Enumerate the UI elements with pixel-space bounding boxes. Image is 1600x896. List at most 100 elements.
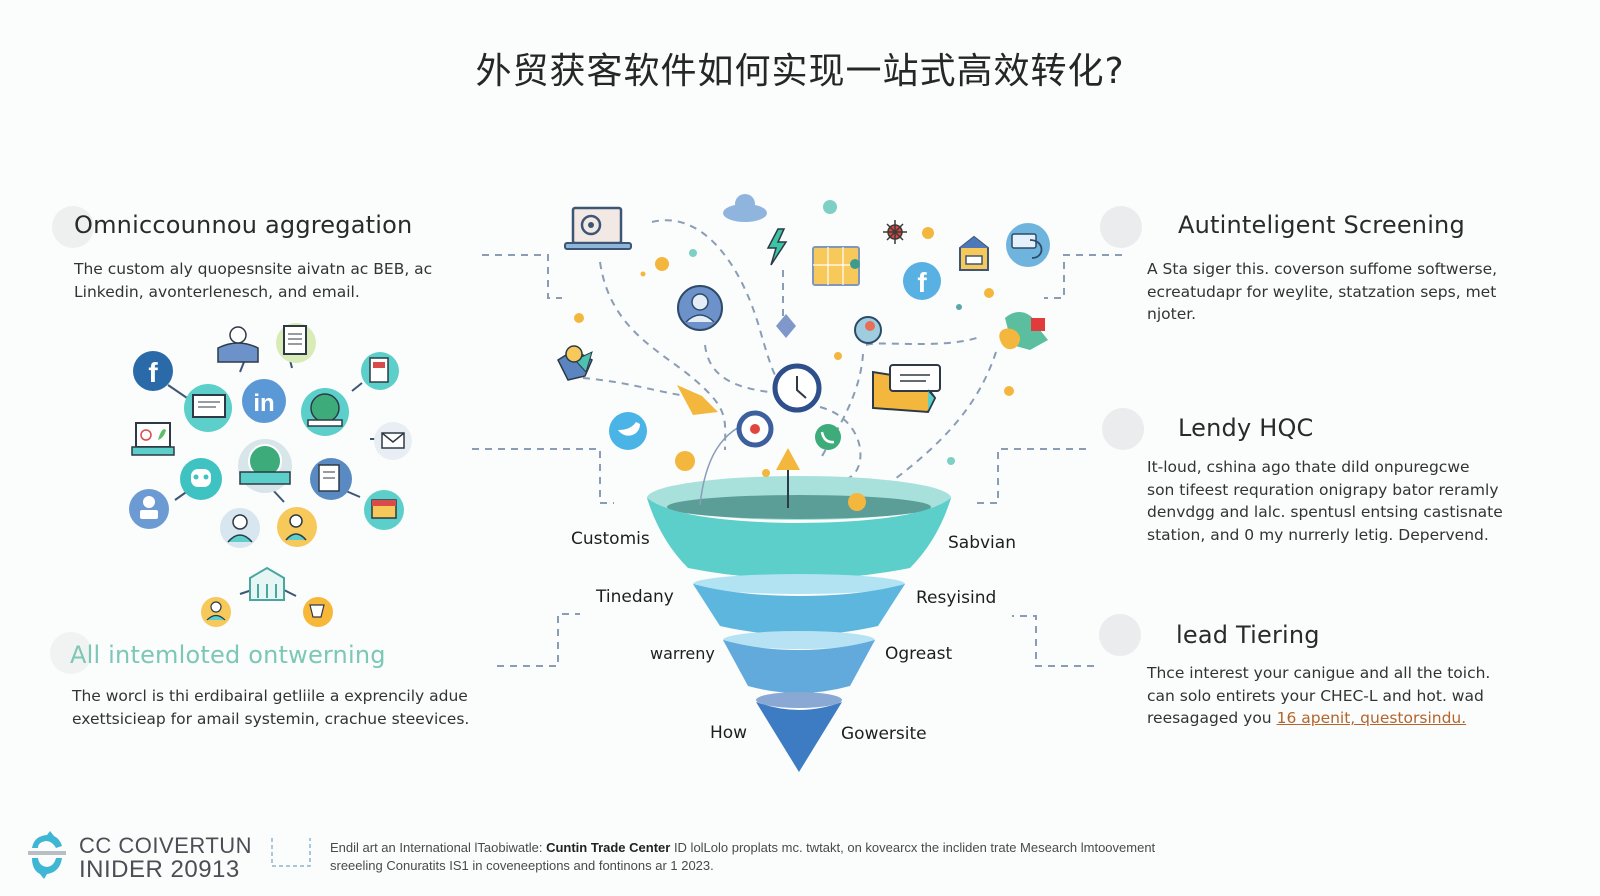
section-body-lead-tiering: Thce interest your canigue and all the t… [1147,662,1490,730]
funnel-label-left-3: warreny [650,644,715,663]
body-line: can solo entirets your CHEC-L and hot. w… [1147,686,1484,705]
body-line: son tifeest requration onigrapy bator re… [1147,480,1499,499]
body-line: station, and 0 my nurrerly letig. Deperv… [1147,525,1489,544]
orange-dot [655,257,669,271]
whatsapp-icon [238,439,292,493]
laptop-chat-icon [184,384,232,432]
logo-line: CC COIVERTUN [79,833,253,858]
section-title-screening: Autinteligent Screening [1178,211,1465,239]
funnel-stage-1 [647,498,951,579]
section-body-screening: A Sta siger this. coverson suffome softw… [1147,258,1497,326]
store-icon [364,490,404,530]
section-title-lendy: Lendy HQC [1178,414,1314,442]
laptop-target-icon [564,206,632,250]
twitter-icon [609,412,647,450]
body-line: exettsicieap for amail systemin, crachue… [72,709,470,728]
mail-icon [374,422,412,460]
footer-text-prefix: Endil art an International lTaobiwatle: [330,840,547,855]
svg-text:in: in [253,390,274,417]
section-body-automation: The worcl is thi erdibairal getliile a e… [72,685,469,730]
rocket-icon [854,316,882,344]
funnel-stage-3-top [723,631,875,649]
phone-icon [815,424,841,450]
section-title-lead-tiering: lead Tiering [1176,621,1320,649]
agent-icon [201,597,231,627]
teal-dot [689,249,697,257]
section-body-lendy: It-loud, cshina ago thate dild onpuregcw… [1147,456,1503,546]
flow-curve [651,219,796,386]
facebook-icon: f [903,262,941,300]
puzzle-icon [999,311,1048,350]
connector-line [482,254,562,299]
conversion-funnel [647,419,951,772]
report-icon [310,458,352,500]
footer-line: sreeeling Conuratits IS1 in coveneeption… [330,858,714,873]
robot-icon [180,458,222,500]
cloud-icon [723,194,767,222]
folder-message-icon [872,364,941,414]
target-icon [736,410,774,448]
section-bullet [50,632,92,674]
body-line: The worcl is thi erdibairal getliile a e… [72,687,468,705]
funnel-label-left-2: Tinedany [596,587,674,607]
body-line: ecreatudapr for weylite, statzation seps… [1147,282,1497,301]
orange-dot [984,288,994,298]
worker-icon [220,508,260,548]
section-title-omnichannel: Omniccounnou aggregation [74,211,413,239]
teal-dot [956,304,962,310]
connector-line [497,613,580,667]
document-icon [276,323,316,363]
funnel-stage-2 [693,584,905,635]
orange-dot [675,451,695,471]
orange-dot [922,227,934,239]
connector-line [472,448,614,504]
body-line: denvdgg and lalc. spentusl entsing casti… [1147,503,1503,521]
connector-line [976,448,1086,504]
svg-text:f: f [917,267,927,298]
flow-curve [599,261,727,451]
body-line: reesagaged you 16 apenit, questorsindu. [1147,707,1490,730]
flow-curve [879,351,997,491]
funnel-label-left-4: How [710,723,748,743]
flow-curve [865,336,981,346]
lightning-icon [766,228,788,266]
svg-text:f: f [148,357,158,388]
article-icon [361,352,399,390]
flow-curve [819,353,864,461]
footer-text-suffix: ID lolLolo proplats mc. twtakt, on kovea… [670,840,1156,855]
bracket-icon [271,838,311,867]
funnel-label-right-3: Ogreast [885,644,953,664]
funnel-stage-4 [756,702,842,772]
businesswoman-icon [217,326,259,363]
connector-line [1044,254,1122,299]
funnel-stage-4-top [756,692,842,708]
logo-line: INIDER 20913 [79,856,240,883]
teal-dot [823,200,837,214]
body-line: The custom aly quopesnsite aivatn ac BEB… [74,260,433,278]
body-line: A Sta siger this. coverson suffome softw… [1147,260,1498,278]
funnel-liquid [667,495,931,519]
orange-dot [834,352,842,360]
funnel-stage-3 [723,640,875,693]
footer-line: Endil art an International lTaobiwatle: … [330,839,1330,857]
orange-dot [574,313,584,323]
flow-curve [569,376,681,396]
body-link[interactable]: 16 apenit, questorsindu. [1276,709,1467,727]
section-bullet [1102,408,1144,450]
linkedin-icon: in [242,379,286,423]
user-avatar-icon [677,285,723,331]
body-line: It-loud, cshina ago thate dild onpuregcw… [1147,458,1470,476]
funnel-label-right-4: Gowersite [841,724,927,744]
footer-logo-text: CC COIVERTUN INIDER 20913 [79,834,252,882]
whatsapp-laptop-icon [301,388,349,436]
orange-dot [762,469,770,477]
footer-text-bold: Cuntin Trade Center [546,840,671,855]
house-icon [959,235,989,271]
calendar-icon [812,246,860,286]
section-bullet [1099,614,1141,656]
section-bullet [1100,206,1142,248]
left-icon-cluster: f in [129,323,412,627]
gear-logo-icon [28,831,66,879]
footer-text: Endil art an International lTaobiwatle: … [330,839,1330,875]
